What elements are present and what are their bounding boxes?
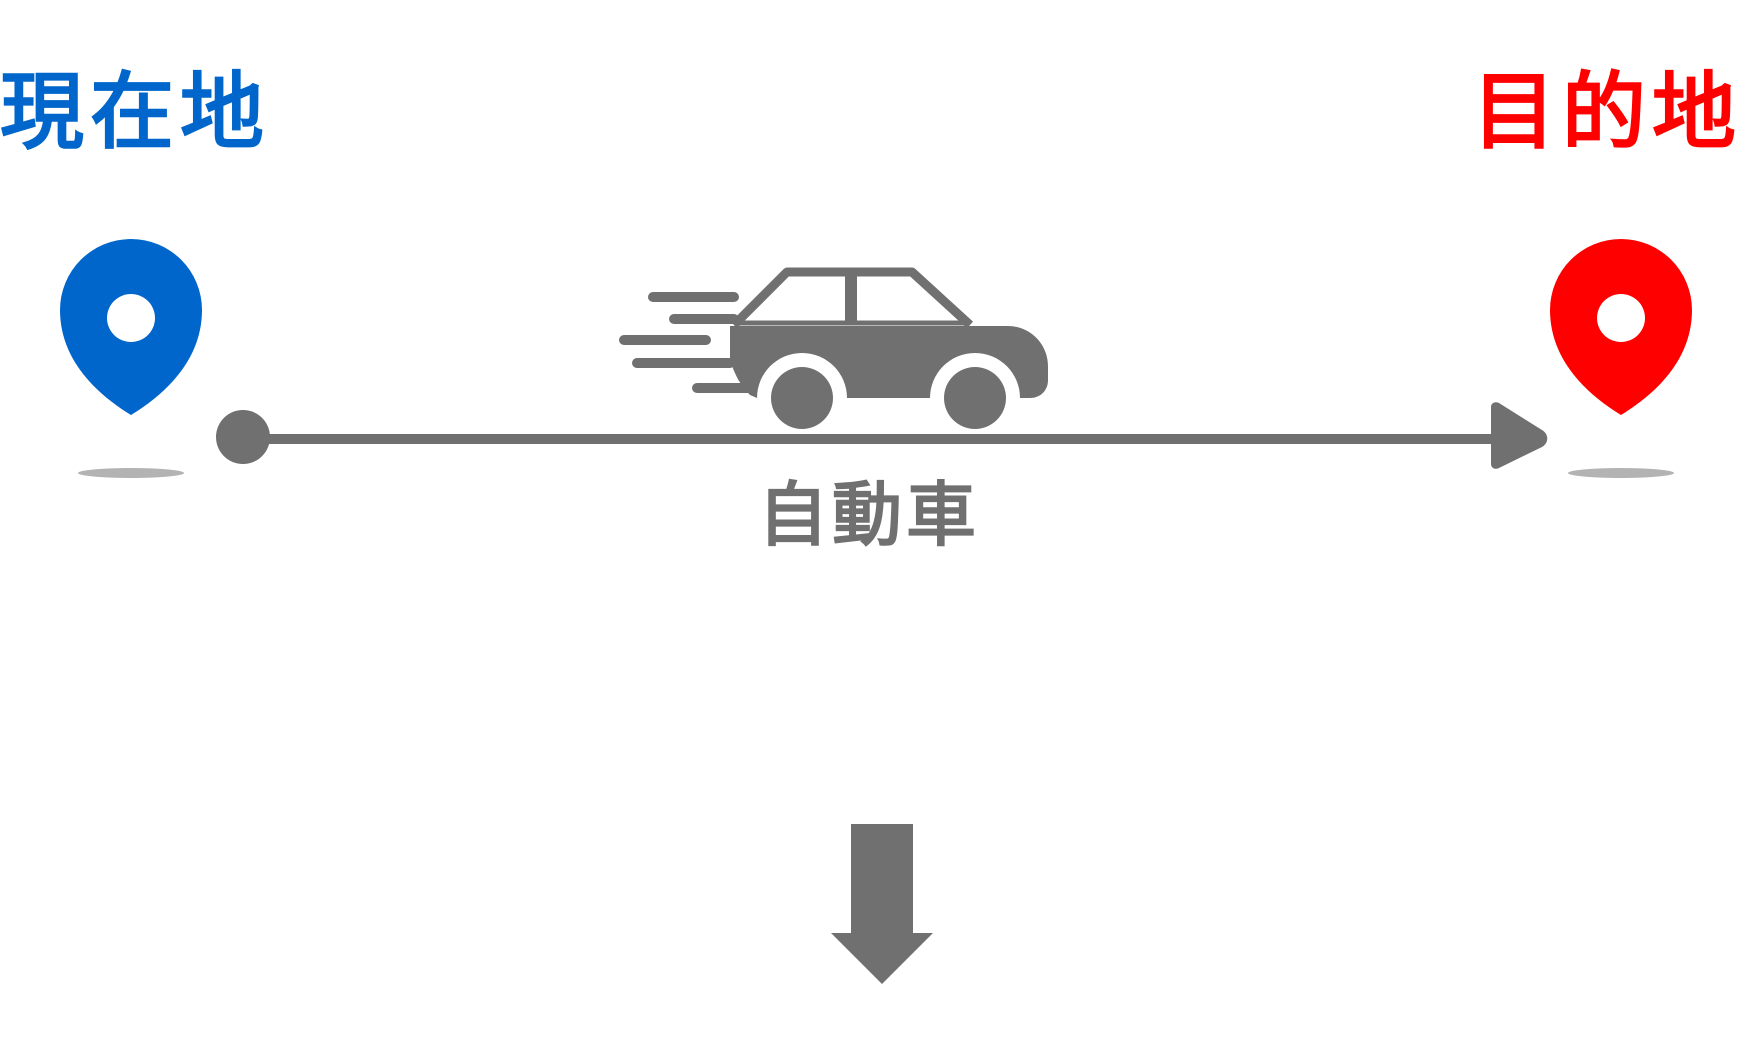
route-arrowhead — [1491, 402, 1548, 469]
moving-car-icon — [619, 267, 1048, 429]
route-arrow-icon — [216, 402, 1548, 469]
car-rear-wheel — [771, 367, 833, 429]
origin-pin-shadow — [78, 468, 184, 478]
destination-pin-shadow — [1568, 468, 1674, 478]
down-arrow-shape — [831, 824, 933, 984]
speed-lines — [619, 292, 755, 393]
down-arrow-icon — [831, 824, 933, 984]
origin-label: 現在地 — [0, 63, 271, 161]
transport-mode-label: 自動車 — [758, 474, 980, 556]
origin-pin-icon — [60, 239, 202, 478]
destination-label: 目的地 — [1471, 63, 1742, 161]
car-body — [730, 326, 1048, 398]
car-front-wheel — [944, 367, 1006, 429]
destination-pin-icon — [1550, 239, 1692, 478]
destination-pin-hole — [1597, 294, 1645, 342]
origin-pin-hole — [107, 294, 155, 342]
